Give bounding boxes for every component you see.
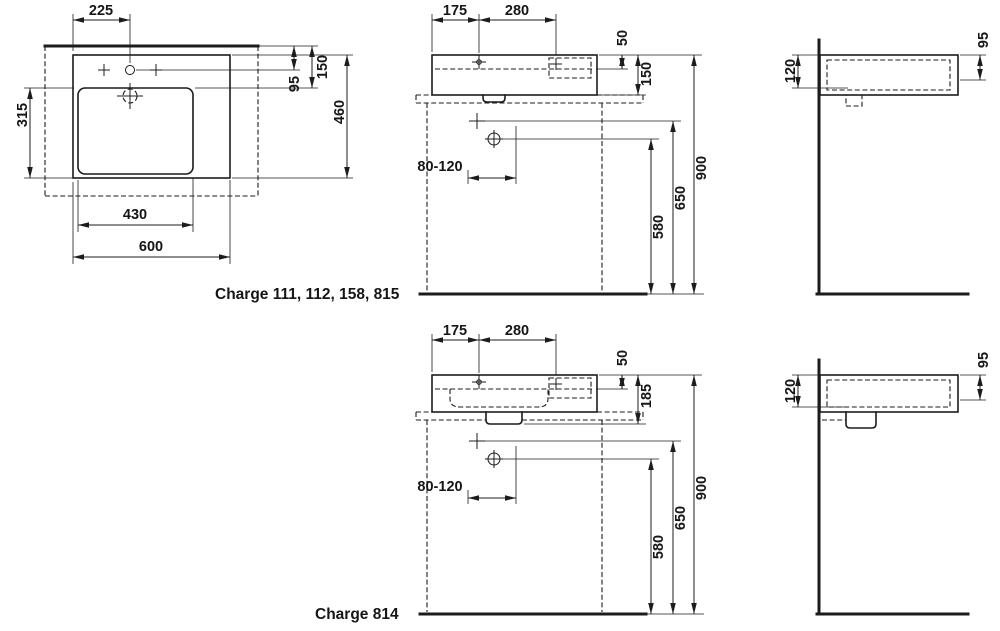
dim-front-50: 50 (615, 30, 631, 69)
water-supply-symbol (485, 130, 503, 148)
dim-plan-95: 95 (136, 46, 303, 92)
dim-front-650: 650 (670, 121, 689, 294)
dim-label-460: 460 (332, 100, 348, 124)
dim-side-95: 95 (960, 352, 992, 401)
dim-label-225: 225 (89, 3, 113, 19)
concealed-trap (845, 94, 863, 107)
series-label-top: Charge 111, 112, 158, 815 (215, 286, 400, 303)
siphon-cover-outline (485, 411, 523, 425)
dim-front-50: 50 (615, 350, 631, 389)
bowl-hidden-line (826, 379, 951, 408)
dim-front-80-120: 80-120 (417, 446, 517, 504)
dim-label-280: 280 (505, 323, 529, 339)
extension-lines (485, 54, 704, 295)
dim-label-150: 150 (639, 62, 655, 86)
siphon-outline (845, 411, 877, 429)
dim-front-150: 150 (635, 55, 655, 95)
dim-label-80-120: 80-120 (417, 479, 462, 495)
overflow-hidden-box (548, 377, 592, 399)
dim-label-900: 900 (694, 156, 710, 180)
drain-outline (482, 94, 506, 103)
dim-plan-150: 150 (195, 45, 331, 89)
dim-label-120: 120 (783, 59, 799, 83)
dim-label-50: 50 (615, 350, 631, 366)
tap-hole-symbol (472, 375, 486, 389)
dim-front-80-120: 80-120 (417, 126, 517, 184)
dim-front-580: 580 (648, 139, 667, 294)
dim-label-95: 95 (287, 76, 303, 92)
basin-outline (431, 374, 598, 413)
dim-front-175: 175 (431, 323, 480, 373)
dim-front-650: 650 (670, 441, 689, 614)
basin-outline (819, 374, 959, 413)
dim-label-95: 95 (976, 352, 992, 368)
dim-front-280: 280 (479, 3, 557, 55)
dim-label-430: 430 (123, 207, 147, 223)
dim-label-650: 650 (673, 506, 689, 530)
dim-side-95: 95 (960, 32, 992, 81)
dim-label-900: 900 (694, 476, 710, 500)
plan-view: 225 150 95 460 315 430 (15, 3, 353, 264)
water-supply-symbol (485, 450, 503, 468)
bowl-outline (77, 87, 194, 175)
bracket-dashed-band (415, 94, 644, 104)
dim-label-80-120: 80-120 (417, 159, 462, 175)
dim-front-280: 280 (479, 323, 557, 375)
dim-label-120: 120 (783, 379, 799, 403)
dim-label-315: 315 (15, 103, 31, 127)
dim-label-175: 175 (443, 3, 467, 19)
dim-label-600: 600 (139, 239, 163, 255)
dim-plan-460: 460 (232, 54, 353, 179)
dim-label-150: 150 (315, 55, 331, 79)
waste-outlet-symbol (469, 113, 485, 129)
dim-front-175: 175 (431, 3, 480, 53)
drain-symbol (117, 83, 143, 109)
dim-front-580: 580 (648, 459, 667, 614)
dim-label-580: 580 (651, 215, 667, 239)
dim-label-650: 650 (673, 186, 689, 210)
extension-lines (485, 374, 704, 615)
dim-front-900: 900 (691, 375, 710, 614)
side-view-top: 120 95 (783, 32, 992, 296)
bowl-hidden-line (449, 389, 549, 408)
waste-outlet-symbol (469, 433, 485, 449)
tap-hole-symbol (472, 55, 486, 69)
dim-label-185: 185 (639, 384, 655, 408)
bracket-dashed-band (415, 411, 644, 421)
dim-label-580: 580 (651, 535, 667, 559)
front-view-bottom: 175 280 50 185 80-120 580 650 (415, 323, 710, 616)
dim-plan-430: 430 (77, 178, 194, 232)
basin-outline (819, 54, 959, 96)
side-view-bottom: 120 95 (783, 352, 992, 616)
front-view-top: 175 280 50 150 80-120 580 650 (415, 3, 710, 296)
console-dashed-outline (44, 46, 259, 197)
basin-outline (431, 54, 598, 96)
dim-label-280: 280 (505, 3, 529, 19)
overflow-hidden-box (548, 57, 592, 79)
dim-label-95: 95 (976, 32, 992, 48)
series-label-bottom: Charge 814 (315, 606, 399, 623)
bowl-hidden-line (826, 59, 951, 91)
dim-side-120: 120 (783, 54, 848, 89)
dim-label-175: 175 (443, 323, 467, 339)
dim-label-50: 50 (615, 30, 631, 46)
dim-side-120: 120 (783, 374, 848, 408)
tap-hole-symbol (98, 64, 162, 76)
dim-front-900: 900 (691, 55, 710, 294)
furniture-dashed-lines (426, 420, 603, 612)
dim-plan-225: 225 (72, 3, 131, 63)
dim-plan-600: 600 (72, 180, 231, 264)
dim-plan-315: 315 (15, 87, 74, 179)
basin-outline (72, 54, 231, 179)
furniture-dashed-lines (426, 103, 603, 292)
dim-front-185: 185 (635, 375, 655, 424)
